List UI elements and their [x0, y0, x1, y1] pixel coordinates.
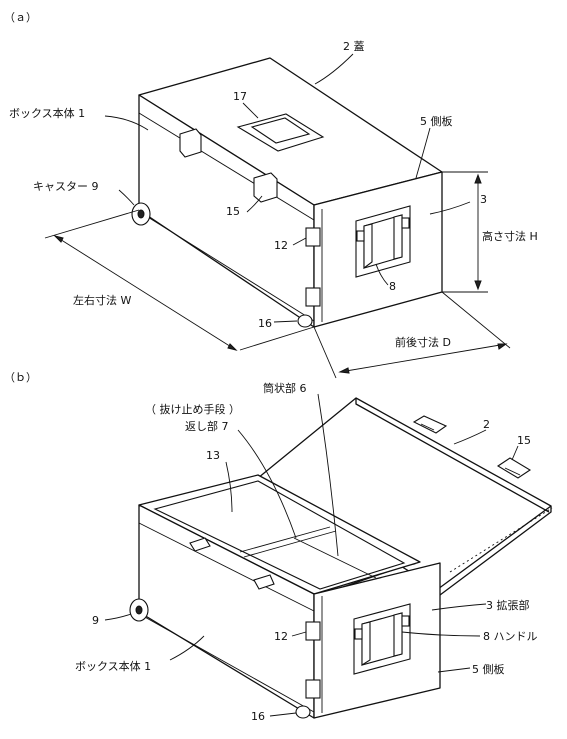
- dimension-lines-a: [44, 171, 511, 379]
- label-handle-a: 8: [389, 280, 396, 293]
- label-wheel-b: 16: [251, 710, 265, 723]
- label-width-a: 左右寸法 W: [73, 293, 131, 307]
- label-retaining-b: （ 抜け止め手段 ）: [145, 402, 240, 416]
- label-caster-a: キャスター 9: [33, 180, 99, 193]
- label-lid-a: 2 蓋: [343, 40, 365, 53]
- body-bottom-edge-a: [142, 213, 315, 322]
- handle-a: [355, 205, 411, 278]
- label-inner-space-b: 13: [206, 449, 220, 462]
- label-caster-b: 9: [92, 614, 99, 627]
- handle-b: [353, 603, 411, 675]
- panel-b: （ｂ）: [4, 371, 553, 723]
- label-extension-b: 3 拡張部: [486, 598, 530, 612]
- label-wheel-a: 16: [258, 317, 272, 330]
- label-box-body-b: ボックス本体 1: [75, 659, 151, 673]
- caster-b: [129, 598, 149, 622]
- open-lid-b: [257, 397, 553, 596]
- leader-lines-b: [104, 393, 519, 717]
- label-side-plate-b: 5 側板: [472, 662, 505, 676]
- label-box-body-a: ボックス本体 1: [9, 106, 85, 120]
- clasp-body-b: [189, 537, 275, 590]
- label-latch-a: 12: [274, 239, 288, 252]
- wheel-a: [297, 314, 313, 328]
- latch-b: [305, 621, 321, 699]
- label-clasp-b: 15: [517, 434, 531, 447]
- label-tube-b: 筒状部 6: [263, 381, 307, 395]
- label-lid-b: 2: [483, 418, 490, 431]
- label-side-plate-a: 5 側板: [420, 114, 453, 128]
- lid-bottom-edge-a: [138, 112, 315, 221]
- label-clasp-a: 15: [226, 205, 240, 218]
- box-body-a: [138, 57, 443, 328]
- label-handle-b: 8 ハンドル: [483, 630, 538, 643]
- label-latch-b: 12: [274, 630, 288, 643]
- box-body-b: [138, 474, 441, 719]
- caster-a: [131, 202, 151, 226]
- label-depth-a: 前後寸法 D: [395, 335, 451, 349]
- rim-inner-b: [153, 480, 406, 590]
- panel-a-label: （ａ）: [4, 11, 37, 24]
- panel-b-label: （ｂ）: [4, 371, 37, 384]
- panel-a: （ａ）: [4, 11, 538, 379]
- latch-a: [305, 227, 321, 307]
- clasp-a: [179, 128, 278, 203]
- label-height-a: 高さ寸法 H: [482, 229, 538, 243]
- leader-lines-a: [104, 53, 471, 323]
- lid-window-a: [236, 113, 325, 152]
- label-return-b: 返し部 7: [185, 419, 229, 433]
- wheel-b: [295, 705, 311, 719]
- label-window-a: 17: [233, 90, 247, 103]
- label-extension-a: 3: [480, 193, 487, 206]
